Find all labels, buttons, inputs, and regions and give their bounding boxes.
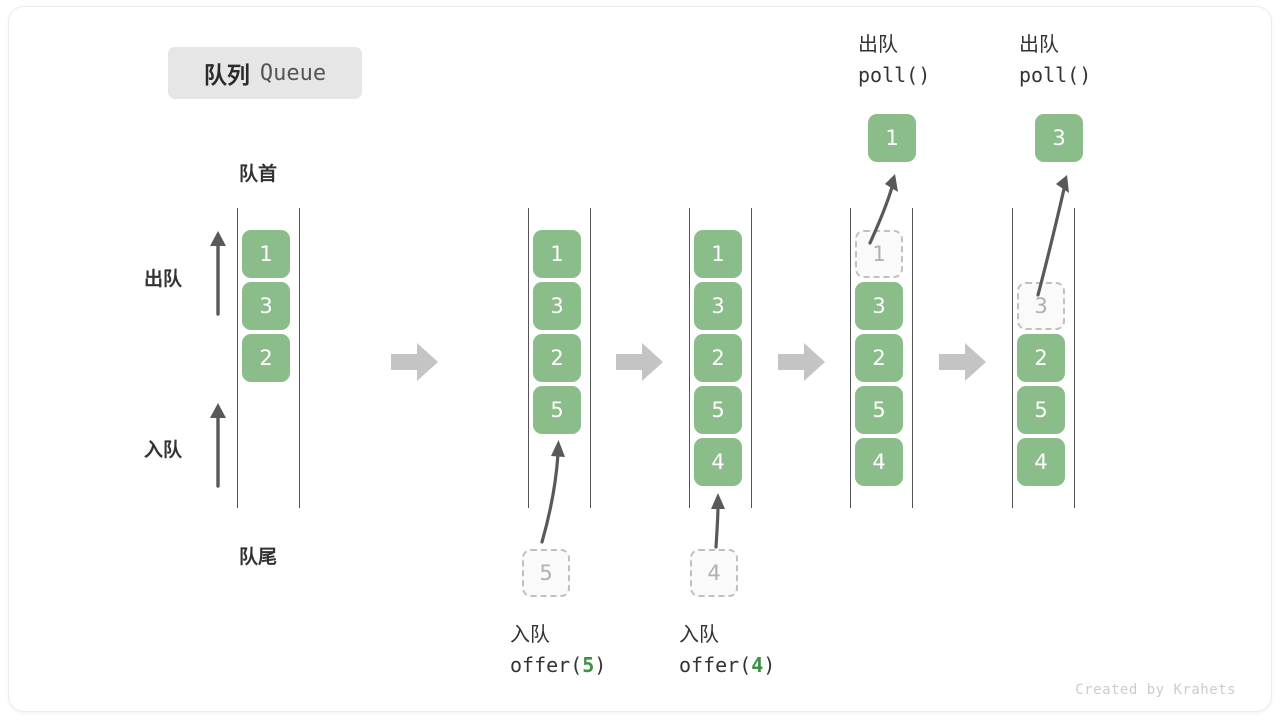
queue-cell: 1 <box>242 230 290 278</box>
queue-rail-left <box>850 208 851 508</box>
operation-paren-close: ) <box>594 653 607 677</box>
queue-cell: 5 <box>533 386 581 434</box>
step-arrow-icon <box>391 343 438 381</box>
title-english: Queue <box>259 60 327 86</box>
queue-head-label: 队首 <box>239 164 278 185</box>
queue-cell: 2 <box>694 334 742 382</box>
queue-cells: 1 3 2 5 <box>533 230 585 438</box>
queue-rail-right <box>590 208 591 508</box>
incoming-ghost-cell: 5 <box>522 549 570 597</box>
queue-cell: 2 <box>533 334 581 382</box>
queue-cells: 1 3 2 5 4 <box>855 230 907 490</box>
title-chinese: 队列 <box>203 62 250 88</box>
queue-cell: 3 <box>242 282 290 330</box>
enqueue-side-label: 入队 <box>144 440 183 461</box>
queue-cell: 5 <box>694 386 742 434</box>
queue-column-after-offer-4: 1 3 2 5 4 <box>689 208 752 508</box>
step-arrow-icon <box>778 343 825 381</box>
title-badge: 队列 Queue <box>168 47 362 99</box>
operation-caption-chinese: 入队 <box>679 624 719 646</box>
queue-cells: 1 3 2 5 4 <box>694 230 746 490</box>
dequeue-side-label: 出队 <box>144 269 183 290</box>
enqueue-motion-arrow <box>540 440 565 544</box>
step-arrow-icon <box>616 343 663 381</box>
operation-arg: 4 <box>751 653 764 677</box>
queue-cell: 3 <box>694 282 742 330</box>
queue-cell-ghost: 1 <box>855 230 903 278</box>
queue-cells: 3 2 5 4 <box>1017 230 1069 490</box>
queue-cell: 1 <box>533 230 581 278</box>
queue-cell: 5 <box>855 386 903 434</box>
queue-column-initial: 1 3 2 <box>237 208 300 508</box>
operation-caption-code: poll() <box>1019 63 1092 87</box>
step-arrow-icon <box>939 343 986 381</box>
operation-arg: 5 <box>582 653 595 677</box>
operation-fn-name: offer( <box>679 653 752 677</box>
operation-caption-code: poll() <box>858 63 931 87</box>
popped-cell: 3 <box>1035 114 1083 162</box>
queue-rail-right <box>751 208 752 508</box>
queue-rail-left <box>689 208 690 508</box>
enqueue-direction-arrow <box>210 403 226 488</box>
queue-rail-left <box>528 208 529 508</box>
operation-fn-name: offer( <box>510 653 583 677</box>
queue-rail-right <box>912 208 913 508</box>
queue-cell: 3 <box>855 282 903 330</box>
operation-caption-chinese: 入队 <box>510 624 550 646</box>
operation-caption-offer-4: 入队 offer(4) <box>679 620 775 680</box>
queue-cells: 1 3 2 <box>242 230 294 386</box>
operation-caption-poll-1: 出队 poll() <box>858 30 930 90</box>
queue-rail-right <box>299 208 300 508</box>
queue-cell: 2 <box>1017 334 1065 382</box>
operation-caption-code: offer(5) <box>510 650 606 680</box>
queue-cell: 5 <box>1017 386 1065 434</box>
operation-paren-close: ) <box>763 653 776 677</box>
queue-rail-left <box>237 208 238 508</box>
operation-caption-chinese: 出队 <box>1019 34 1059 56</box>
queue-cell: 3 <box>533 282 581 330</box>
dequeue-motion-arrow <box>1036 175 1069 297</box>
queue-column-after-offer-5: 1 3 2 5 <box>528 208 591 508</box>
queue-tail-label: 队尾 <box>239 547 278 568</box>
queue-cell-ghost: 3 <box>1017 282 1065 330</box>
queue-column-after-poll-3: 3 2 5 4 <box>1012 208 1075 508</box>
queue-cell: 1 <box>694 230 742 278</box>
queue-rail-right <box>1074 208 1075 508</box>
queue-cell: 2 <box>242 334 290 382</box>
queue-cell: 2 <box>855 334 903 382</box>
enqueue-motion-arrow <box>711 493 725 549</box>
queue-column-after-poll-1: 1 3 2 5 4 <box>850 208 913 508</box>
dequeue-motion-arrow <box>868 174 898 245</box>
dequeue-direction-arrow <box>210 231 226 316</box>
queue-cell: 4 <box>1017 438 1065 486</box>
popped-cell: 1 <box>868 114 916 162</box>
incoming-ghost-cell: 4 <box>690 549 738 597</box>
queue-cell: 4 <box>694 438 742 486</box>
operation-caption-poll-3: 出队 poll() <box>1019 30 1091 90</box>
queue-cell: 4 <box>855 438 903 486</box>
operation-caption-code: offer(4) <box>679 650 775 680</box>
queue-rail-left <box>1012 208 1013 508</box>
operation-caption-offer-5: 入队 offer(5) <box>510 620 606 680</box>
attribution-text: Created by Krahets <box>1075 682 1236 698</box>
operation-caption-chinese: 出队 <box>858 34 898 56</box>
